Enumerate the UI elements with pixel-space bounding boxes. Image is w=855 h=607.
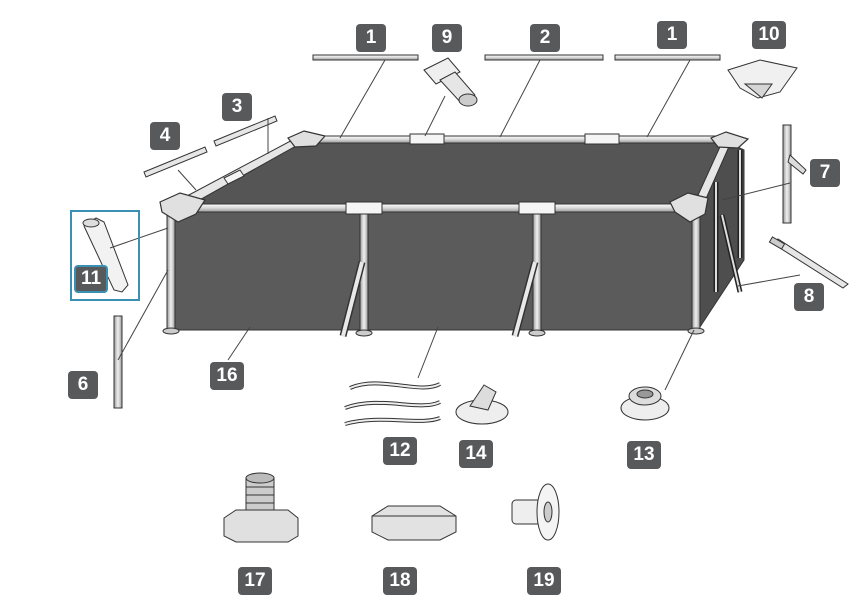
badge-part-1a: 1 (356, 24, 386, 52)
badge-part-3: 3 (222, 93, 252, 121)
part-18-drawing (371, 505, 457, 541)
part-17-drawing (223, 472, 299, 543)
badge-part-17: 17 (238, 567, 272, 595)
part-11-drawing (82, 217, 129, 293)
part-10-drawing (727, 59, 798, 99)
pool-liner-body (174, 141, 745, 332)
badge-part-18: 18 (383, 567, 417, 595)
badge-part-2: 2 (530, 24, 560, 52)
badge-part-6: 6 (68, 371, 98, 399)
part-2-drawing (484, 54, 604, 61)
part-11-highlight-frame (70, 210, 140, 301)
badge-part-13: 13 (627, 441, 661, 469)
corner-joints (159, 130, 750, 223)
part-14-drawing (455, 384, 509, 425)
badge-part-19: 19 (527, 567, 561, 595)
part-7-drawing (782, 124, 807, 224)
front-legs (162, 209, 705, 337)
part-3-drawing (213, 115, 278, 147)
part-19-drawing (511, 483, 560, 541)
part-1a-drawing (312, 54, 419, 61)
leader-lines (109, 59, 801, 391)
badge-part-7: 7 (810, 159, 840, 187)
badge-part-16: 16 (210, 362, 244, 390)
badge-part-8: 8 (794, 283, 824, 311)
part-8-drawing (768, 236, 849, 289)
badge-part-9: 9 (432, 24, 462, 52)
badge-part-12: 12 (383, 437, 417, 465)
badge-part-1b: 1 (657, 21, 687, 49)
part-6-drawing (113, 315, 123, 409)
part-9-drawing (423, 57, 478, 107)
top-frame (171, 133, 732, 215)
part-1b-drawing (614, 54, 721, 61)
part-13-drawing (620, 386, 670, 421)
badge-part-10: 10 (752, 21, 786, 49)
part-4-drawing (143, 146, 208, 178)
badge-part-4: 4 (150, 122, 180, 150)
part-12-drawing (344, 381, 441, 426)
badge-part-14: 14 (459, 440, 493, 468)
badge-part-11: 11 (74, 265, 108, 293)
